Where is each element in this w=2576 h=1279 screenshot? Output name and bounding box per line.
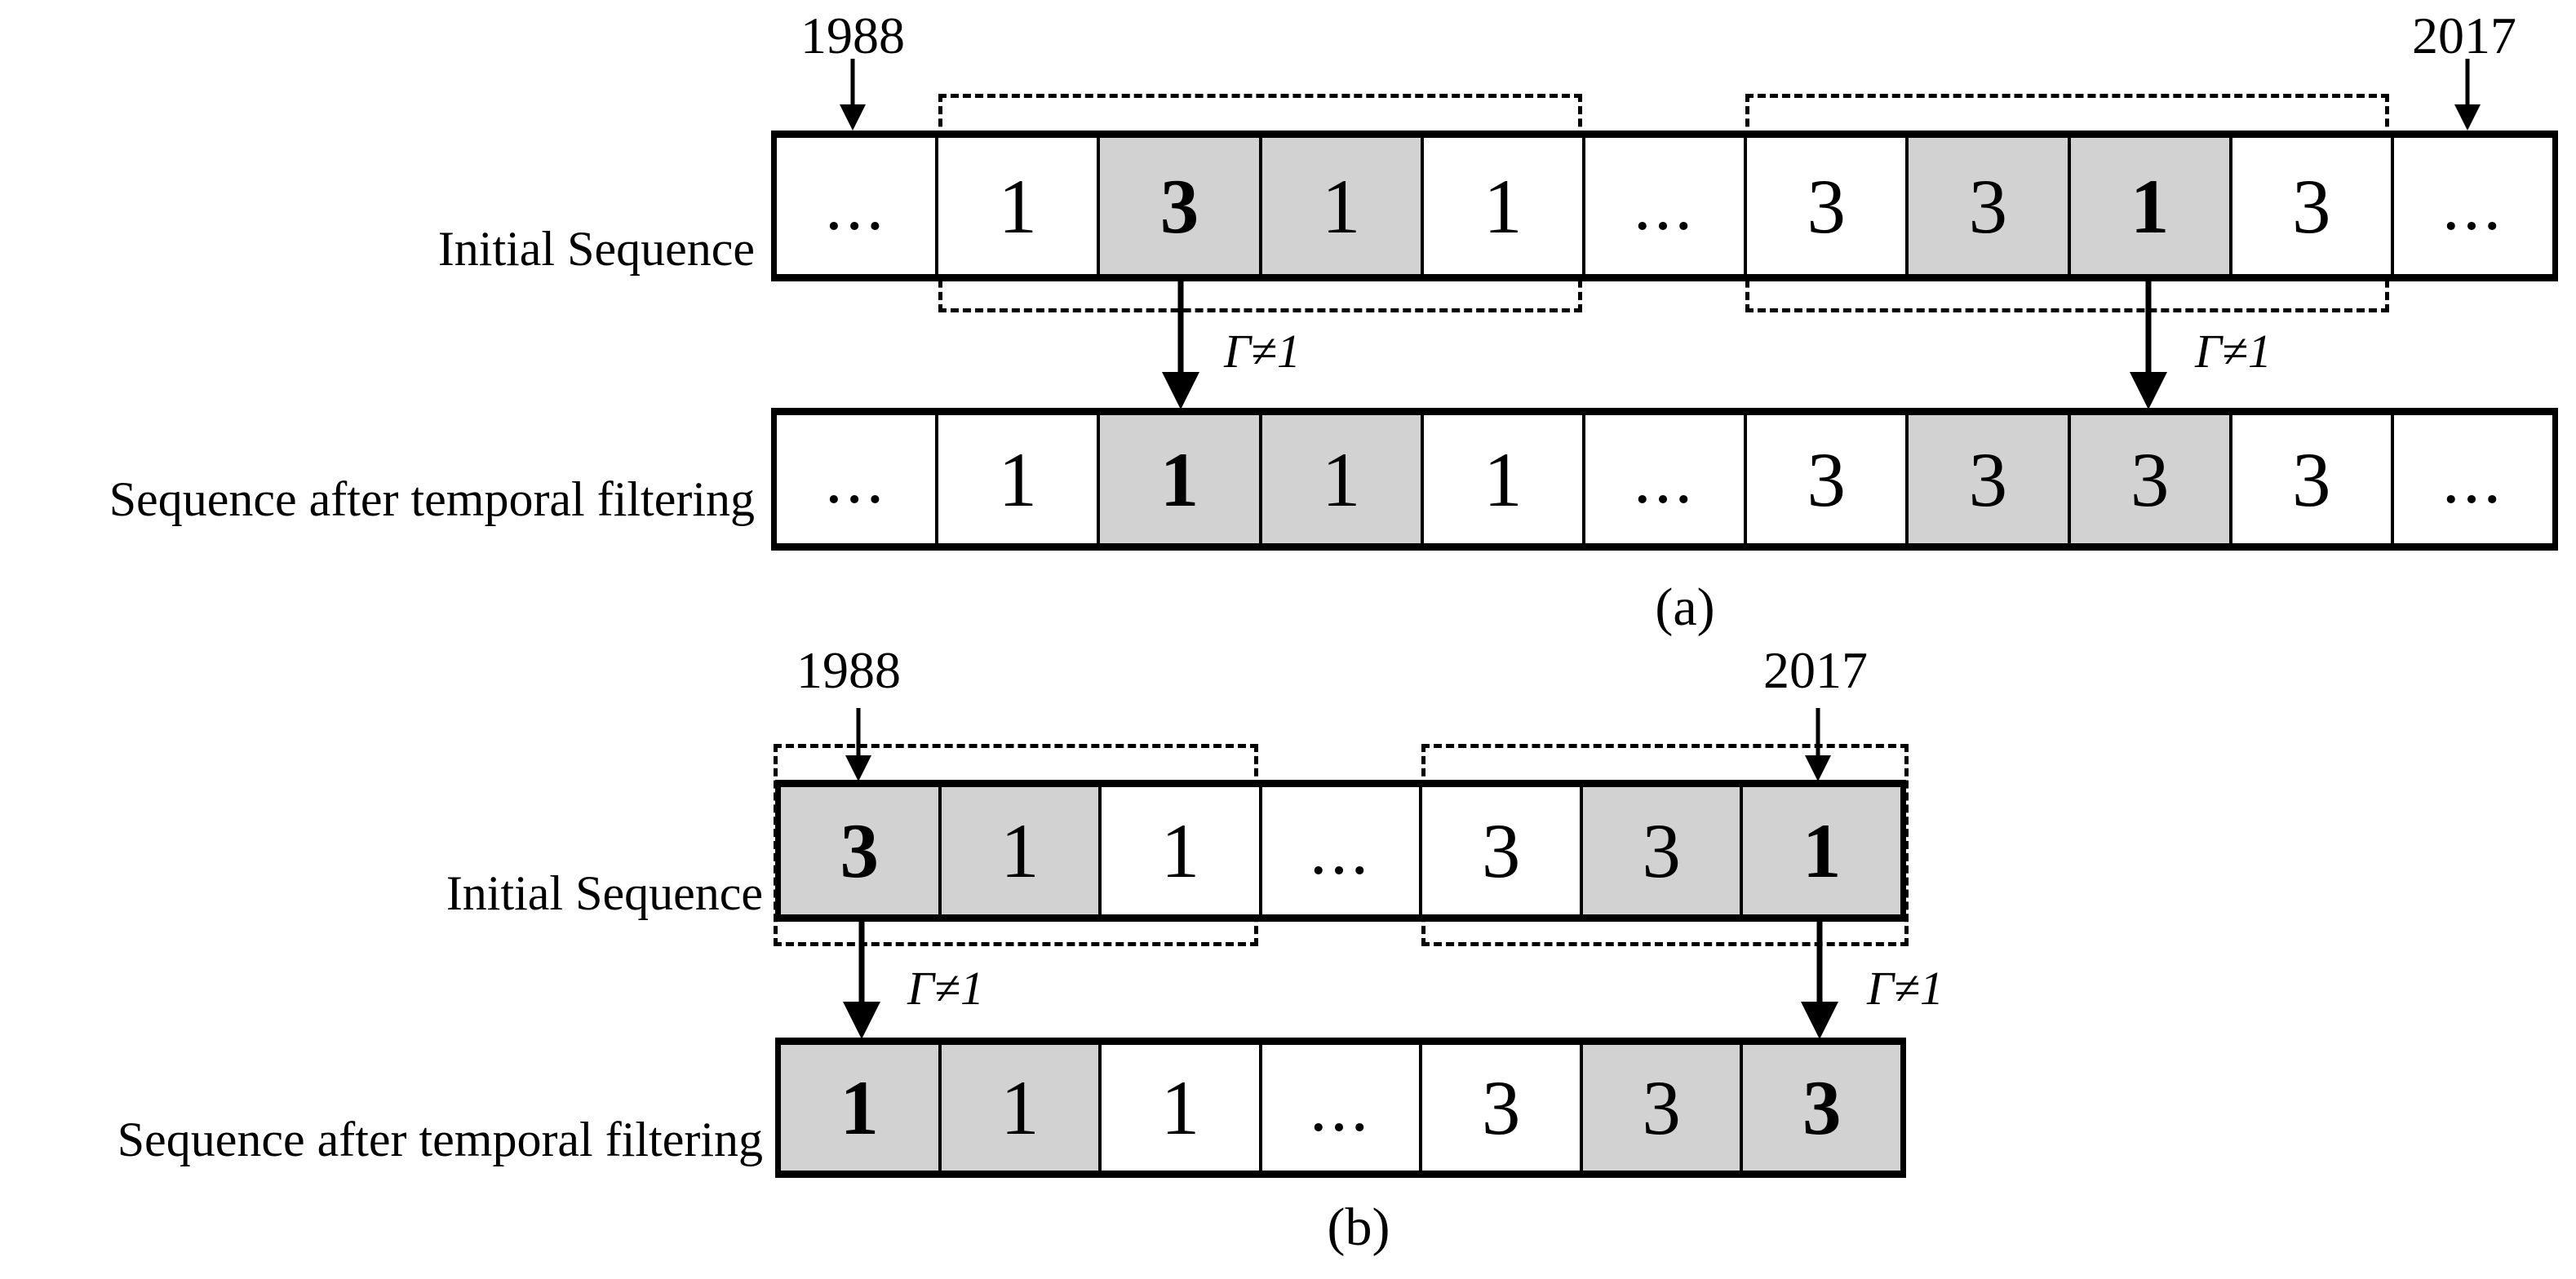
sequence-cell: 1 <box>1423 415 1585 543</box>
filter-arrow-b-right <box>1797 922 1842 1039</box>
arrow-shaft <box>850 59 855 108</box>
sequence-cell: 3 <box>1100 138 1262 274</box>
sequence-cell: 3 <box>1582 1045 1744 1171</box>
year-start-arrow-b <box>840 708 876 781</box>
sequence-cell: 3 <box>1747 415 1909 543</box>
sequence-cell: 1 <box>1102 1045 1262 1171</box>
arrow-head <box>1805 755 1831 781</box>
sequence-cell: 1 <box>1261 415 1424 543</box>
year-end-arrow-b <box>1800 708 1836 781</box>
sequence-cell: 1 <box>1261 138 1424 274</box>
sequence-cell: 1 <box>781 1045 942 1171</box>
gamma-condition-label-b-left: Γ≠1 <box>907 962 984 1015</box>
sequence-cell: 3 <box>1582 787 1744 914</box>
arrow-head <box>845 755 871 781</box>
year-start-label-b: 1988 <box>796 641 901 699</box>
sequence-cell: ... <box>777 138 939 274</box>
arrow-head <box>2454 104 2481 131</box>
year-end-arrow-a <box>2450 59 2485 131</box>
sequence-cell: 3 <box>1909 415 2071 543</box>
arrow-shaft <box>1177 281 1184 375</box>
sequence-cell: 1 <box>938 138 1101 274</box>
initial-sequence-label-b: Initial Sequence <box>446 866 763 920</box>
sequence-cell: 3 <box>1747 138 1909 274</box>
sequence-cell: 3 <box>2232 415 2394 543</box>
year-start-label-a: 1988 <box>800 7 905 64</box>
sequence-cell: ... <box>1585 138 1748 274</box>
sequence-cell: ... <box>2393 415 2553 543</box>
sequence-cell: 3 <box>1422 787 1583 914</box>
arrow-head <box>2130 372 2167 409</box>
sequence-cell: 1 <box>938 415 1101 543</box>
sequence-cell: 3 <box>2070 415 2232 543</box>
arrow-head <box>840 104 866 131</box>
sequence-cell: 1 <box>1743 787 1901 914</box>
gamma-condition-label-a-right: Γ≠1 <box>2195 325 2272 378</box>
filter-arrow-a-left <box>1158 281 1204 409</box>
sequence-cell: 3 <box>1743 1045 1901 1171</box>
sequence-cell: ... <box>1261 787 1423 914</box>
filter-arrow-a-right <box>2126 281 2171 409</box>
arrow-shaft <box>2465 59 2470 108</box>
caption-a: (a) <box>1655 578 1715 637</box>
gamma-condition-label-b-right: Γ≠1 <box>1867 962 1944 1015</box>
sequence-cell: 1 <box>1423 138 1585 274</box>
filtered-sequence-label-a: Sequence after temporal filtering <box>109 472 755 526</box>
arrow-shaft <box>856 708 861 759</box>
sequence-cell: 1 <box>941 787 1102 914</box>
arrow-head <box>1162 372 1199 409</box>
year-end-label-a: 2017 <box>2412 7 2516 64</box>
arrow-shaft <box>1816 922 1823 1005</box>
sequence-cell: 3 <box>2232 138 2394 274</box>
sequence-cell: 1 <box>1100 415 1262 543</box>
filter-arrow-b-left <box>839 922 885 1039</box>
caption-b: (b) <box>1327 1197 1390 1257</box>
sequence-cell: 3 <box>1422 1045 1583 1171</box>
sequence-cell: ... <box>1585 415 1748 543</box>
year-end-label-b: 2017 <box>1763 641 1868 699</box>
sequence-cell: ... <box>2393 138 2553 274</box>
sequence-cell: 3 <box>781 787 942 914</box>
year-start-arrow-a <box>835 59 871 131</box>
sequence-cell: 1 <box>941 1045 1102 1171</box>
arrow-head <box>1801 1002 1838 1039</box>
sequence-cell: 1 <box>2070 138 2232 274</box>
sequence-cell: 1 <box>1102 787 1262 914</box>
initial-sequence-label-a: Initial Sequence <box>437 222 755 276</box>
filtered-sequence-label-b: Sequence after temporal filtering <box>117 1113 763 1166</box>
sequence-cell: ... <box>1261 1045 1423 1171</box>
arrow-head <box>843 1002 880 1039</box>
arrow-shaft <box>858 922 865 1005</box>
sequence-cell: 3 <box>1909 138 2071 274</box>
arrow-shaft <box>1816 708 1820 759</box>
gamma-condition-label-a-left: Γ≠1 <box>1224 325 1301 378</box>
arrow-shaft <box>2145 281 2152 375</box>
sequence-cell: ... <box>777 415 939 543</box>
